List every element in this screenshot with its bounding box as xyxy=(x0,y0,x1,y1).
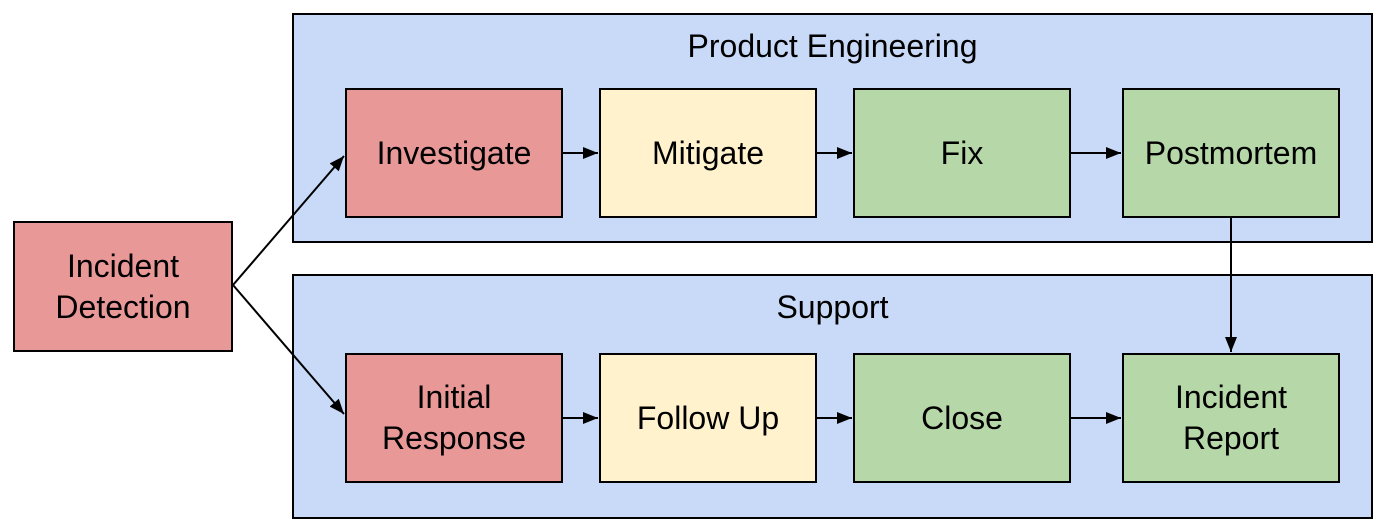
lane-title-support: Support xyxy=(776,289,889,325)
node-investigate: Investigate xyxy=(345,88,563,218)
node-postmortem: Postmortem xyxy=(1122,88,1340,218)
lane-title-product-engineering: Product Engineering xyxy=(687,28,978,64)
node-initial-response: Initial Response xyxy=(345,353,563,483)
node-fix: Fix xyxy=(853,88,1071,218)
node-follow-up: Follow Up xyxy=(599,353,817,483)
node-close: Close xyxy=(853,353,1071,483)
node-incident-report: Incident Report xyxy=(1122,353,1340,483)
node-incident-detection: Incident Detection xyxy=(13,221,233,352)
node-mitigate: Mitigate xyxy=(599,88,817,218)
